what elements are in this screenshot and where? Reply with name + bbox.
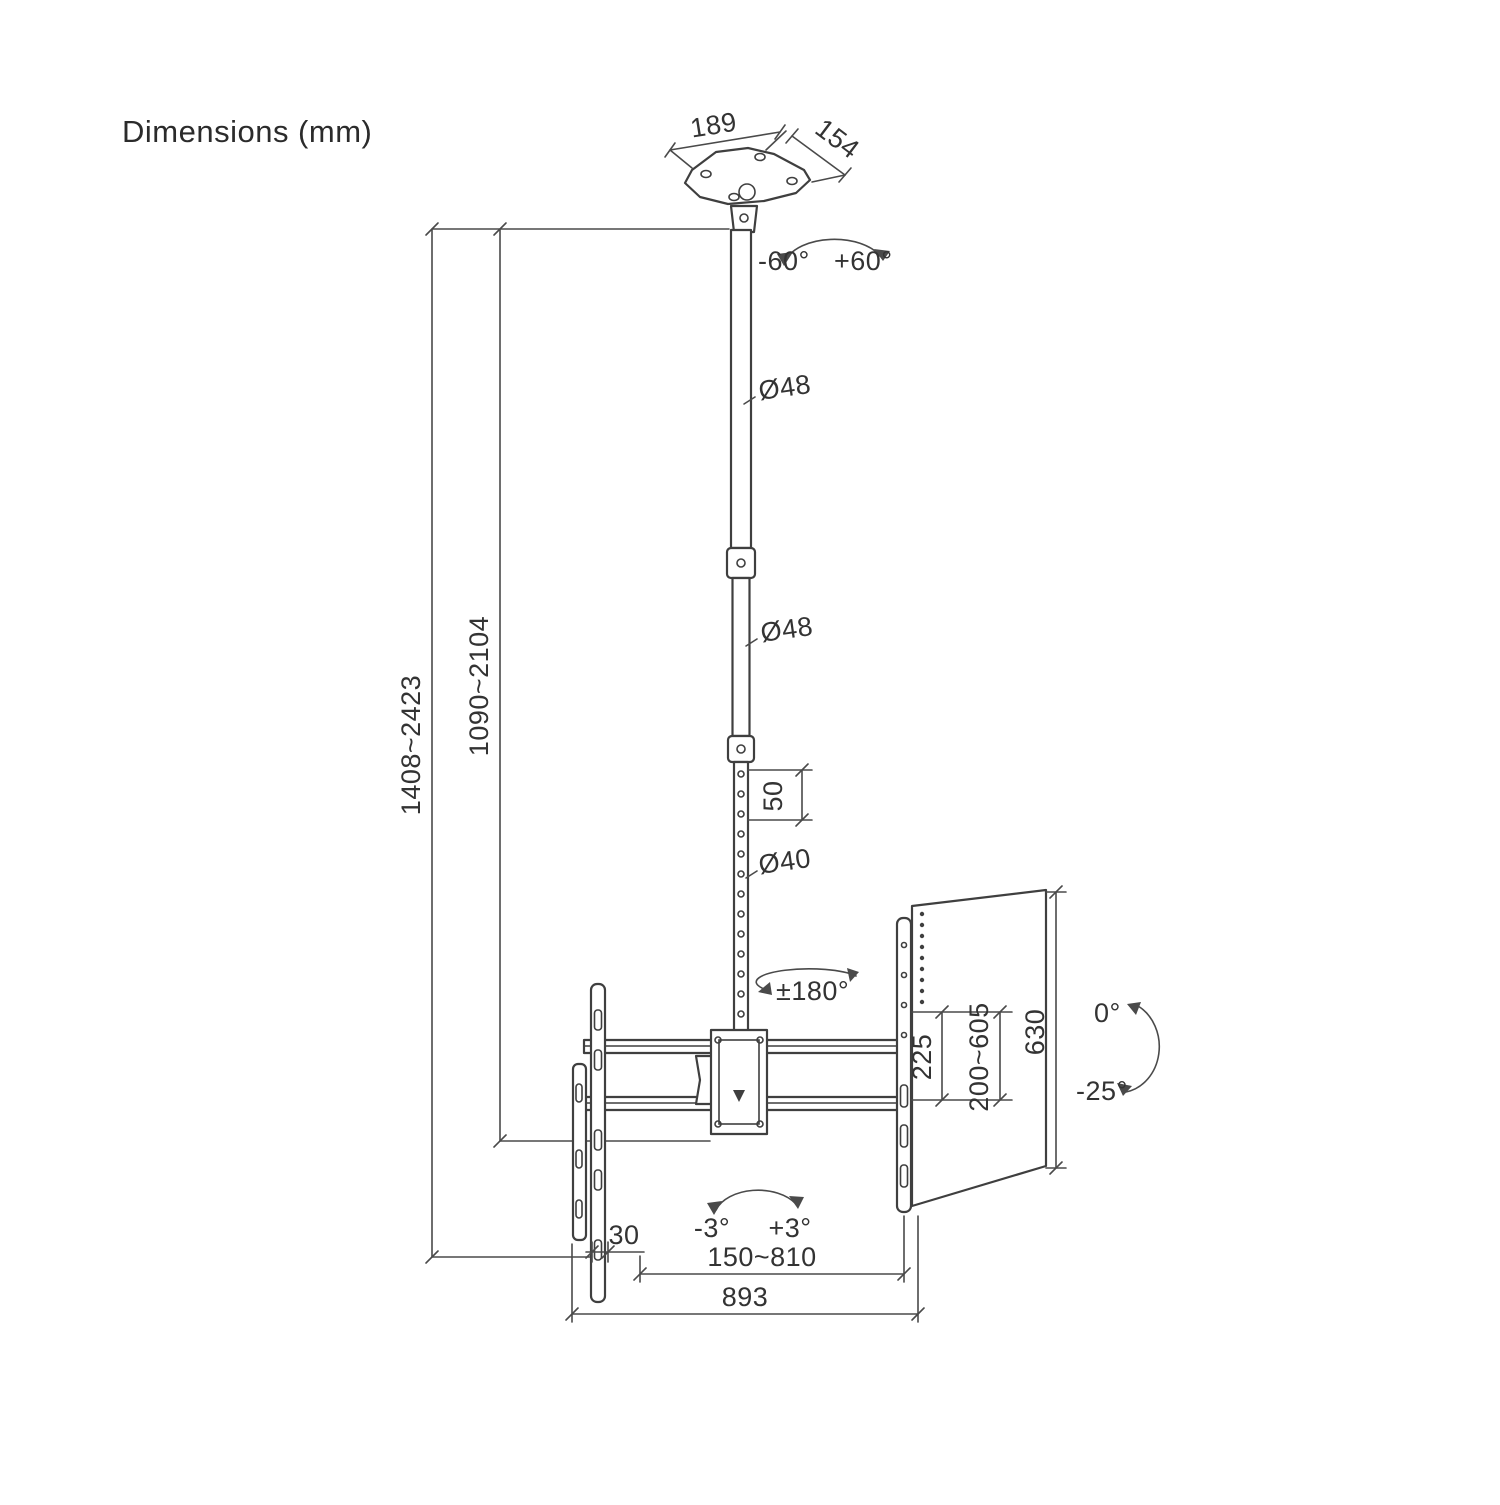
ceiling-mount-plate — [683, 146, 812, 234]
dim-swivel-neg: -60° — [758, 246, 810, 276]
dim-tilt-down: -25° — [1076, 1076, 1128, 1106]
dim-overall-width: 893 — [722, 1282, 769, 1312]
dim-bracket-depth: 30 — [608, 1220, 639, 1250]
tilt-range-indicator — [1117, 1002, 1161, 1096]
page-title: Dimensions (mm) — [122, 114, 372, 149]
swivel-range-indicator — [777, 238, 890, 266]
rotation-range-indicator — [755, 968, 859, 995]
dim-hole-pitch: 50 — [758, 780, 788, 811]
dim-pole-height: 1090~2104 — [464, 616, 494, 756]
telescopic-pole — [725, 228, 757, 1036]
right-tv-bracket — [895, 888, 1048, 1214]
level-adjust-indicator — [707, 1189, 804, 1215]
dim-lower-pole-diameter: Ø40 — [757, 843, 813, 880]
width-dimension-lines — [565, 1215, 925, 1323]
vesa-plate — [694, 1028, 769, 1136]
dim-plate-depth: 154 — [810, 113, 865, 165]
dim-rotation-range: ±180° — [776, 976, 849, 1006]
dim-plate-width: 189 — [688, 107, 739, 144]
bracket-height-dimension-lines — [911, 885, 1067, 1175]
dim-tilt-up: 0° — [1094, 998, 1121, 1028]
dim-width-adjust-range: 150~810 — [707, 1242, 816, 1272]
dim-upper-pole-diameter: Ø48 — [757, 369, 813, 406]
hole-pitch-dimension — [747, 763, 813, 827]
dim-bracket-height: 630 — [1020, 1009, 1050, 1056]
dim-height-adjust-range: 200~605 — [964, 1002, 994, 1111]
dim-level-neg: -3° — [694, 1213, 730, 1243]
left-tv-bracket — [571, 982, 607, 1304]
dim-vesa-height: 225 — [907, 1034, 937, 1081]
ceiling-plate-dimension-lines — [664, 124, 852, 183]
dim-level-pos: +3° — [768, 1213, 811, 1243]
dim-middle-pole-diameter: Ø48 — [759, 611, 815, 648]
dim-swivel-pos: +60° — [834, 246, 893, 276]
dim-overall-height: 1408~2423 — [396, 675, 426, 815]
